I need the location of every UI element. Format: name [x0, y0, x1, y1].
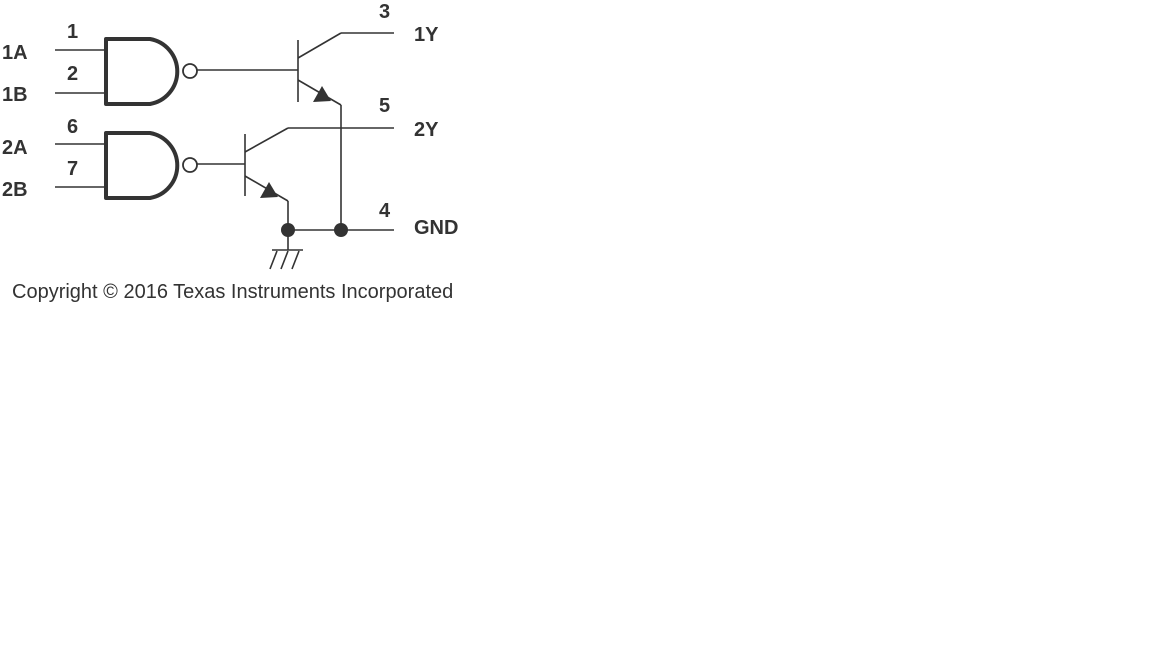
signal-label-gnd: GND — [414, 217, 458, 239]
pin-number-4: 4 — [379, 200, 391, 222]
signal-label-2y: 2Y — [414, 119, 439, 141]
signal-label-2a: 2A — [2, 137, 28, 159]
signal-label-1b: 1B — [2, 84, 28, 106]
pin-number-5: 5 — [379, 95, 390, 117]
transistor-2-emitter-arrow — [260, 182, 278, 198]
copyright-text: Copyright © 2016 Texas Instruments Incor… — [12, 281, 453, 303]
signal-label-2b: 2B — [2, 179, 28, 201]
junction-dot-left — [281, 223, 295, 237]
nand-gate-1 — [104, 37, 180, 106]
pin-number-7: 7 — [67, 158, 78, 180]
transistor-2-collector — [244, 127, 289, 153]
chassis-ground-icon — [269, 249, 303, 270]
pin-number-3: 3 — [379, 1, 390, 23]
transistor-1-collector — [297, 32, 342, 59]
pin-number-1: 1 — [67, 21, 78, 43]
transistor-1-emitter-arrow — [313, 86, 331, 102]
pin-number-2: 2 — [67, 63, 78, 85]
nand-gate-2-inversion-bubble — [182, 157, 198, 173]
junction-dot-right — [334, 223, 348, 237]
signal-label-1a: 1A — [2, 42, 28, 64]
nand-gate-1-inversion-bubble — [182, 63, 198, 79]
pin-number-6: 6 — [67, 116, 78, 138]
nand-gate-2 — [104, 131, 180, 200]
signal-label-1y: 1Y — [414, 24, 439, 46]
